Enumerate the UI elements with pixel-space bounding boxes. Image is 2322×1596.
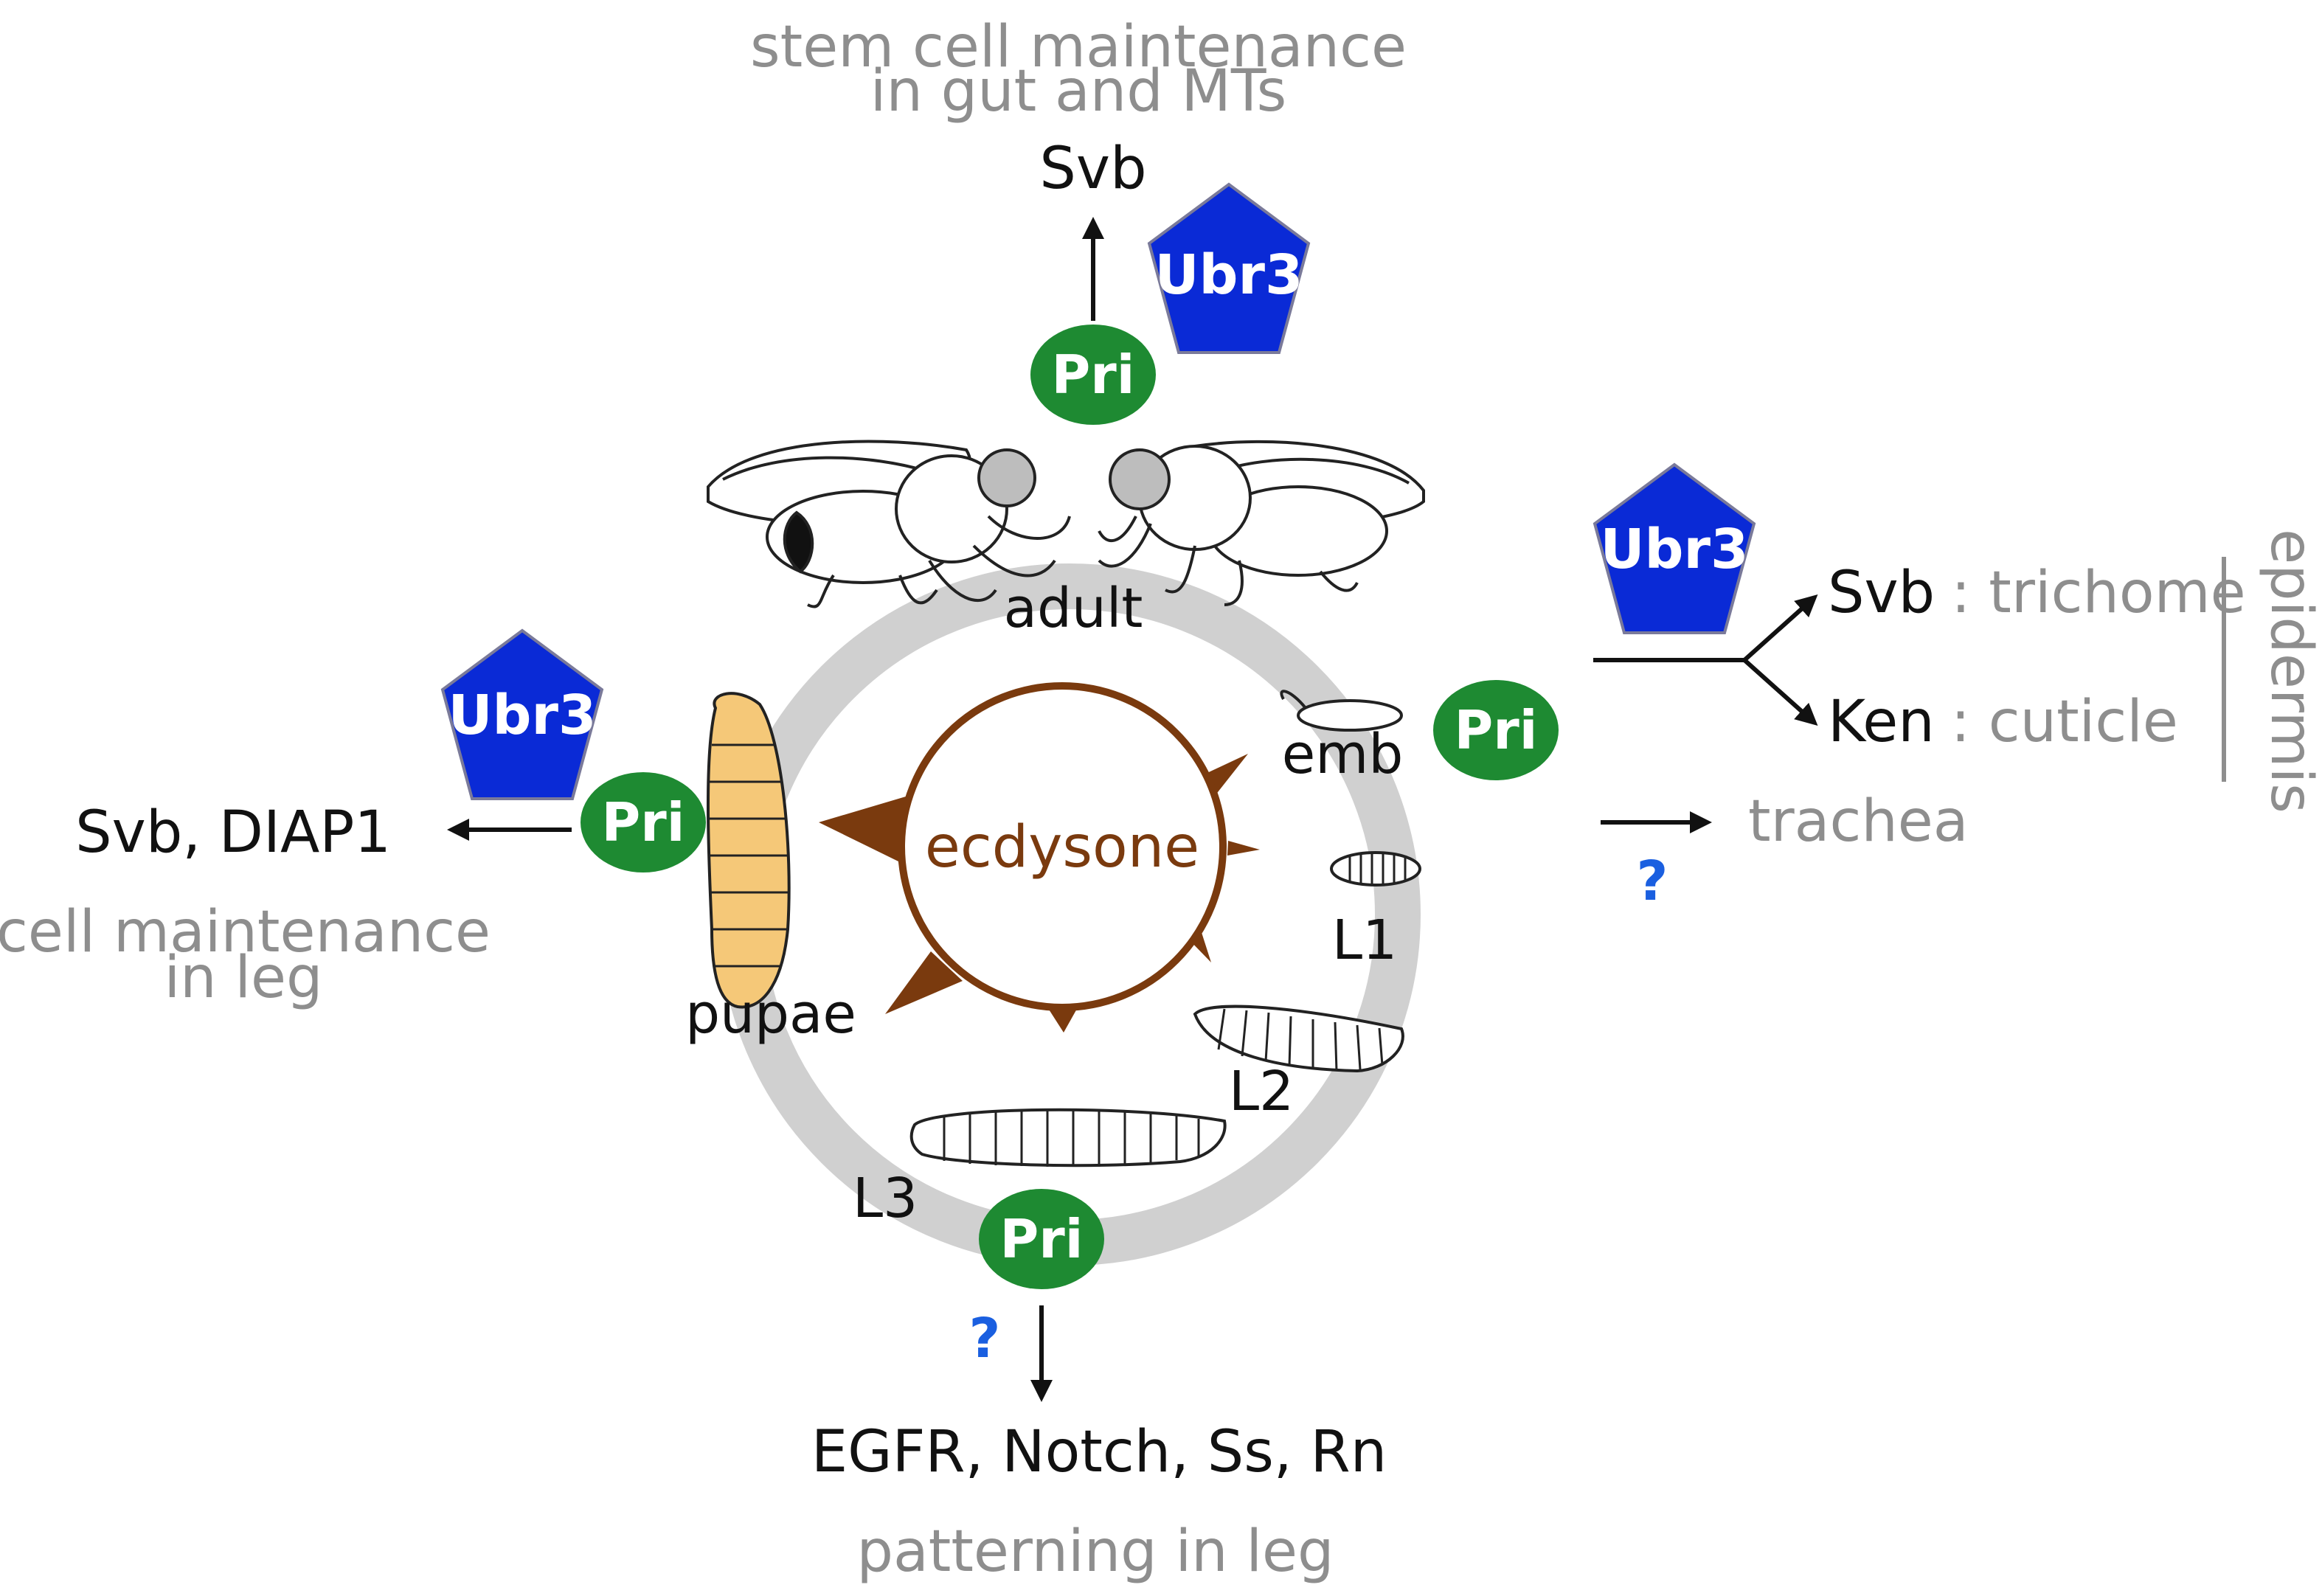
embryo-drawing	[1280, 690, 1403, 732]
adult-target-svb: Svb	[1039, 136, 1146, 202]
pri-label: Pri	[1052, 344, 1135, 406]
pri-badge-bottom: Pri	[979, 1189, 1104, 1289]
ubr3-label: Ubr3	[448, 684, 596, 747]
fly-wing	[722, 456, 930, 481]
larva-segments	[943, 1110, 1200, 1167]
larva-segments	[1217, 1008, 1384, 1072]
ecdysone-spike	[1227, 841, 1260, 856]
adult-context-line1: stem cell maintenance	[750, 14, 1407, 80]
arrow-to-ken-cuticle	[1742, 658, 1818, 726]
fly-legs	[807, 515, 1071, 608]
ubr3-label: Ubr3	[1154, 243, 1303, 307]
ubr3-pentagon-right: Ubr3	[1593, 462, 1756, 634]
fly-eye	[1109, 448, 1171, 510]
pupa-segments	[710, 743, 788, 968]
arrow-to-svb-trichome	[1742, 594, 1818, 662]
cuticle-context: : cuticle	[1951, 689, 2178, 755]
stage-label-adult: adult	[1004, 577, 1143, 640]
pupal-stage-pathway: Ubr3 Pri Svb, DIAP1 cell maintenance in …	[0, 628, 706, 1011]
trachea-unknown-mark: ?	[1637, 850, 1668, 913]
trichome-context: : trichome	[1951, 560, 2245, 626]
adult-stage-pathway: stem cell maintenance in gut and MTs Svb…	[750, 14, 1407, 425]
stage-label-l2: L2	[1229, 1060, 1294, 1123]
pri-label: Pri	[1000, 1208, 1084, 1270]
adult-fly-left-drawing	[707, 440, 1071, 608]
ecdysone-circle	[898, 682, 1227, 1011]
fly-abdomen-tip	[783, 510, 814, 574]
fly-legs	[1098, 516, 1359, 606]
larva-segments	[1348, 853, 1407, 884]
embryo-stage-pathway: Pri Ubr3 Svb: trichome Ken: cuticle epid…	[1433, 462, 2322, 913]
pri-badge-top: Pri	[1030, 325, 1156, 425]
pupa-drawing	[707, 692, 791, 1009]
ecdysone-symbol: ecdysone	[819, 682, 1260, 1033]
larval-unknown-mark: ?	[969, 1307, 1001, 1370]
larva-body	[909, 1108, 1227, 1167]
larva-l1-drawing	[1330, 851, 1421, 887]
ubr3-pentagon-left: Ubr3	[440, 628, 604, 800]
stage-label-l1: L1	[1332, 909, 1397, 972]
larva-body	[1330, 851, 1421, 887]
pupal-targets: Svb, DIAP1	[75, 799, 391, 866]
pri-badge-right: Pri	[1433, 680, 1559, 780]
pupal-context-line2: in leg	[164, 945, 322, 1011]
target-svb: Svb: trichome	[1828, 560, 2246, 626]
pri-badge-left: Pri	[580, 772, 706, 872]
ecdysone-spike	[819, 797, 906, 861]
pri-label: Pri	[602, 791, 685, 853]
fly-eye	[977, 448, 1036, 507]
target-ken-name: Ken	[1828, 689, 1935, 755]
larva-l2-drawing	[1193, 1005, 1404, 1073]
ecdysone-spike	[885, 951, 963, 1014]
stage-label-pupae: pupae	[685, 982, 856, 1046]
target-ken: Ken: cuticle	[1828, 689, 2178, 755]
larva-l3-drawing	[909, 1108, 1227, 1167]
ubr3-label: Ubr3	[1600, 518, 1748, 581]
ecdysone-label: ecdysone	[925, 814, 1199, 881]
pri-label: Pri	[1455, 699, 1538, 761]
embryo-body	[1297, 699, 1403, 732]
trachea-label: trachea	[1748, 788, 1969, 855]
stage-label-l3: L3	[853, 1167, 918, 1230]
larva-body	[1193, 1005, 1404, 1073]
larval-targets: EGFR, Notch, Ss, Rn	[811, 1419, 1387, 1485]
adult-context-line2: in gut and MTs	[870, 58, 1286, 125]
epidermis-label: epidermis	[2258, 529, 2322, 813]
adult-fly-right-drawing	[1098, 440, 1425, 606]
larval-context: patterning in leg	[856, 1519, 1334, 1585]
larval-stage-pathway: Pri ? EGFR, Notch, Ss, Rn patterning in …	[811, 1189, 1387, 1585]
stage-label-emb: emb	[1282, 723, 1404, 786]
target-svb-name: Svb	[1828, 560, 1935, 626]
pupal-context-line1: cell maintenance	[0, 899, 491, 965]
ubr3-pentagon-top: Ubr3	[1147, 182, 1311, 354]
embryo-appendage	[1280, 690, 1307, 709]
